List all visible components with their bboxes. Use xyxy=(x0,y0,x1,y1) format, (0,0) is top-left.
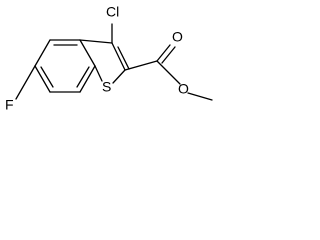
canvas-background xyxy=(0,0,273,126)
bond-c3a-c3 xyxy=(79,39,113,44)
bond-c3-c2-double xyxy=(117,46,130,70)
ester-oxygen-label: O xyxy=(178,81,189,97)
bond-benzene-fused-double xyxy=(76,66,90,88)
bond-benzene-fused-lower xyxy=(79,65,96,93)
molecule-structure-diagram: Cl F S O O xyxy=(0,0,273,126)
bond-benzene-upper-left xyxy=(34,39,51,67)
bond-s-c7a xyxy=(94,65,103,82)
bond-benzene-lower-left xyxy=(34,65,51,93)
sulfur-atom-label: S xyxy=(102,79,111,95)
benzene-ring xyxy=(34,39,96,93)
ester-group xyxy=(124,44,213,101)
bond-c2-carbonyl xyxy=(124,60,158,71)
bond-c6-f xyxy=(15,65,36,100)
thiophene-ring xyxy=(79,39,130,84)
bond-c2-s xyxy=(112,69,126,84)
bond-c3-c2 xyxy=(111,42,126,71)
fluorine-atom-label: F xyxy=(5,97,14,113)
bond-benzene-fused-upper xyxy=(79,39,96,67)
bond-benzene-lower-left-double xyxy=(40,66,54,88)
bond-carbonyl-o-double-b xyxy=(161,46,176,64)
bond-ester-o-methyl xyxy=(187,92,213,101)
bond-carbonyl-o-double-a xyxy=(156,44,171,62)
carbonyl-oxygen-label: O xyxy=(172,29,183,45)
bond-carbonyl-ester-o xyxy=(156,60,181,85)
chlorine-atom-label: Cl xyxy=(106,4,119,20)
